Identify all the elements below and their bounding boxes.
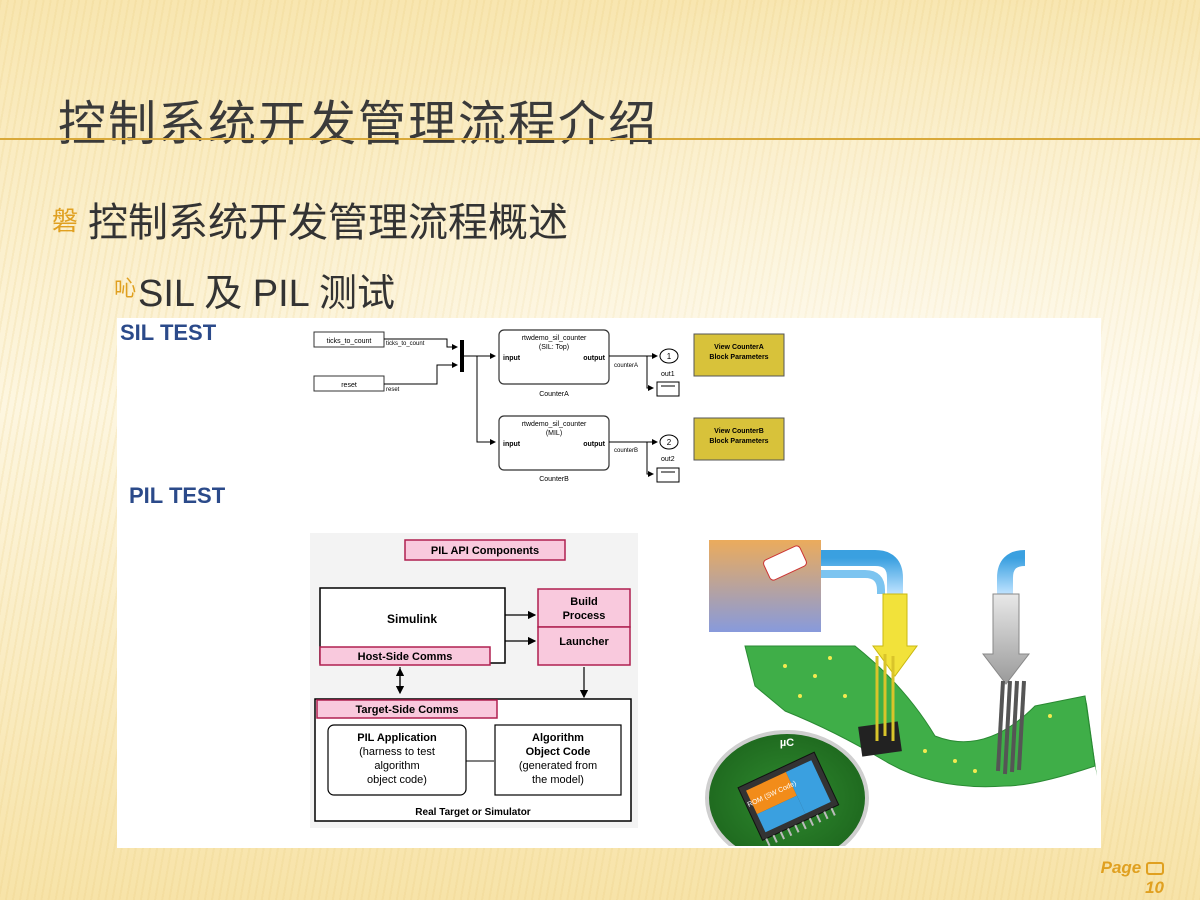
svg-text:rtwdemo_sil_counter: rtwdemo_sil_counter (522, 421, 587, 428)
bullet-level2: 吣SIL 及 PIL 测试 (114, 262, 395, 317)
ecu-board-illustration: µC ROM (SW Code) (705, 536, 1101, 846)
svg-text:Object Code: Object Code (526, 746, 591, 758)
svg-text:the model): the model) (532, 774, 584, 786)
svg-text:(harness to test: (harness to test (359, 746, 435, 758)
page-number-value: 10 (1145, 878, 1164, 897)
mux-block (460, 340, 464, 372)
page-number: Page 10 (1101, 858, 1164, 898)
view-counter-a-button[interactable]: View CounterA Block Parameters (693, 333, 785, 377)
svg-text:View CounterA: View CounterA (714, 344, 764, 351)
svg-text:input: input (503, 441, 521, 448)
page-icon (1146, 862, 1164, 876)
debugger-device (763, 545, 807, 581)
counter-b-block: rtwdemo_sil_counter (MIL) input output C… (498, 415, 610, 483)
svg-text:out2: out2 (661, 456, 675, 463)
svg-text:ticks_to_count: ticks_to_count (327, 338, 372, 345)
svg-text:rtwdemo_sil_counter: rtwdemo_sil_counter (522, 335, 587, 342)
svg-text:Target-Side Comms: Target-Side Comms (355, 704, 458, 716)
sil-pil-figure: SIL TEST PIL TEST ticks_to_count reset t… (117, 318, 1101, 848)
bullet-text: SIL 及 PIL 测试 (138, 273, 395, 315)
svg-text:reset: reset (341, 382, 357, 389)
view-counter-b-button[interactable]: View CounterB Block Parameters (693, 417, 785, 461)
svg-text:Build: Build (570, 596, 598, 608)
svg-text:output: output (583, 355, 605, 362)
bullet-marker: 吣 (114, 277, 137, 302)
svg-text:Simulink: Simulink (387, 612, 437, 626)
input-block-reset: reset (313, 375, 385, 392)
target-side-comms-box: Target-Side Comms (316, 699, 498, 719)
svg-text:Algorithm: Algorithm (532, 732, 584, 744)
svg-text:CounterA: CounterA (539, 391, 569, 398)
bullet-text: 控制系统开发管理流程概述 (88, 200, 569, 246)
host-side-comms-box: Host-Side Comms (319, 646, 491, 666)
svg-text:counterA: counterA (614, 363, 638, 369)
svg-text:Block Parameters: Block Parameters (709, 354, 768, 361)
tool-panel (709, 540, 821, 632)
svg-text:Host-Side Comms: Host-Side Comms (358, 651, 453, 663)
page-label-text: Page (1100, 858, 1142, 877)
svg-text:Block Parameters: Block Parameters (709, 438, 768, 445)
launcher-box: Launcher (537, 626, 631, 666)
svg-text:Process: Process (563, 610, 606, 622)
sil-test-heading: SIL TEST (120, 320, 217, 345)
svg-text:object code): object code) (367, 774, 427, 786)
svg-text:out1: out1 (661, 371, 675, 378)
pil-components-diagram: PIL API Components Simulink Host-Side Co… (310, 533, 638, 828)
svg-text:(MIL): (MIL) (546, 430, 562, 437)
svg-text:input: input (503, 355, 521, 362)
svg-text:PIL API Components: PIL API Components (431, 545, 539, 557)
title-divider (0, 138, 1200, 140)
slide-title: 控制系统开发管理流程介绍 (58, 96, 659, 152)
svg-text:reset: reset (386, 387, 400, 393)
svg-text:View CounterB: View CounterB (714, 428, 764, 435)
svg-text:algorithm: algorithm (374, 760, 419, 772)
svg-text:CounterB: CounterB (539, 476, 569, 483)
svg-text:(SIL: Top): (SIL: Top) (539, 344, 569, 351)
svg-text:Launcher: Launcher (559, 636, 609, 648)
bullet-level1: 磐控制系统开发管理流程概述 (52, 190, 568, 248)
svg-text:ticks_to_count: ticks_to_count (386, 341, 425, 347)
counter-a-block: rtwdemo_sil_counter (SIL: Top) input out… (498, 329, 610, 398)
pil-api-title-box: PIL API Components (404, 539, 566, 561)
build-process-box: Build Process (537, 588, 631, 628)
input-block-ticks: ticks_to_count (313, 331, 385, 348)
svg-text:µC: µC (780, 737, 794, 749)
sil-diagram: ticks_to_count reset ticks_to_count rese… (313, 329, 785, 483)
svg-text:1: 1 (667, 352, 672, 361)
svg-text:Real Target or Simulator: Real Target or Simulator (415, 807, 531, 818)
svg-text:PIL Application: PIL Application (357, 732, 437, 744)
svg-text:counterB: counterB (614, 448, 638, 454)
microcontroller-callout: µC ROM (SW Code) (705, 730, 869, 846)
pil-test-heading: PIL TEST (129, 483, 226, 508)
bullet-marker: 磐 (52, 207, 79, 237)
algorithm-object-code-box: Algorithm Object Code (generated from th… (494, 724, 622, 796)
svg-text:(generated from: (generated from (519, 760, 597, 772)
pil-application-box: PIL Application (harness to test algorit… (327, 724, 467, 796)
svg-text:output: output (583, 441, 605, 448)
svg-text:2: 2 (667, 438, 672, 447)
